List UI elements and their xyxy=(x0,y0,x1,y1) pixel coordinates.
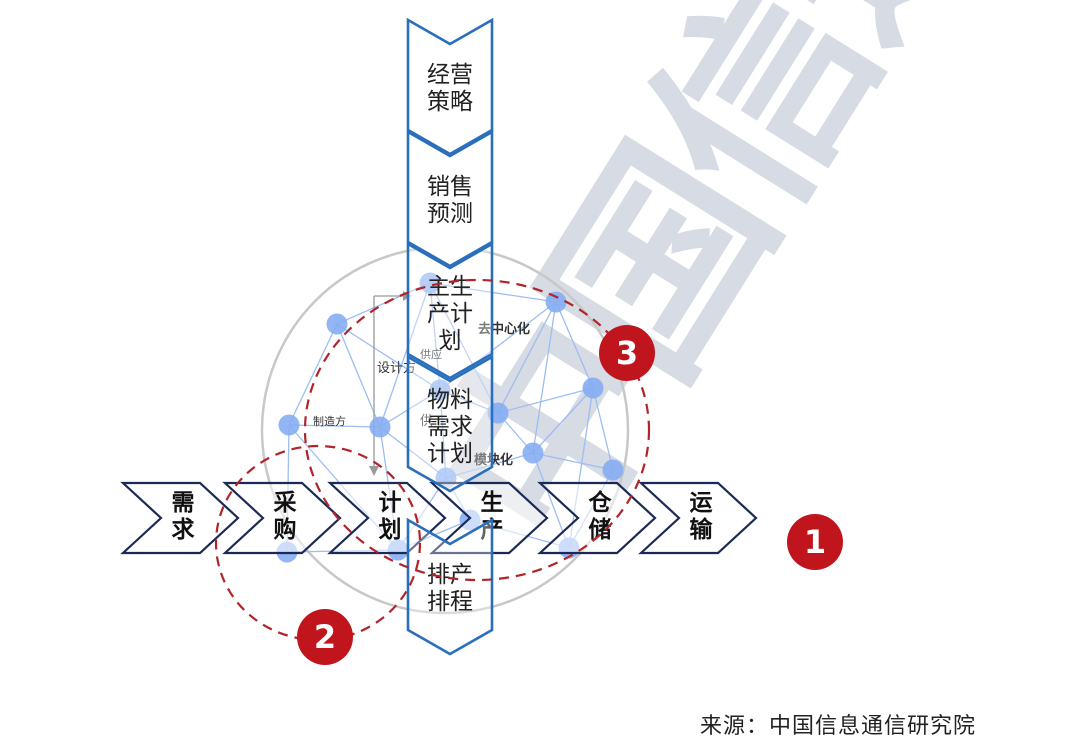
network-node xyxy=(602,459,624,481)
network-node xyxy=(522,442,544,464)
flow-step-h-label: 采 xyxy=(274,490,297,516)
network-edge xyxy=(532,387,594,454)
horizontal-flow: 需求采购计划生产仓储运输 xyxy=(120,481,758,555)
flow-step-v-label: 划 xyxy=(439,328,462,354)
network-edge xyxy=(497,387,594,414)
chevron-shape xyxy=(406,17,494,156)
flow-step-h: 运输 xyxy=(638,481,758,555)
flow-step-v-label: 经营 xyxy=(427,62,473,88)
flow-step-h-label: 求 xyxy=(172,517,195,543)
badge-number: 2 xyxy=(314,618,336,656)
flow-step-v-label: 产计 xyxy=(427,301,473,327)
network-edge xyxy=(445,452,534,479)
network-edge xyxy=(555,301,594,389)
flow-step-v-label: 策略 xyxy=(427,89,473,115)
network-labels: 去中心化 设计方 供应 制造方 供 模块化 xyxy=(313,321,530,468)
flow-step-h: 需求 xyxy=(120,481,240,555)
flow-step-h-label: 需 xyxy=(172,490,195,516)
flow-step-h: 仓储 xyxy=(537,481,657,555)
network-edge xyxy=(288,323,338,426)
network-edge xyxy=(592,387,614,471)
chevron-shape xyxy=(222,481,342,555)
chevron-shape xyxy=(638,481,758,555)
badge-circle xyxy=(297,609,353,665)
dashed-circle-3 xyxy=(303,278,651,582)
flow-step-v-label: 预测 xyxy=(427,201,473,227)
flow-step-h-label: 计 xyxy=(379,490,402,516)
flow-step-h-label: 生 xyxy=(481,490,504,516)
chevron-shape xyxy=(406,517,494,656)
network-node xyxy=(369,416,391,438)
network-node xyxy=(326,313,348,335)
network-edge xyxy=(497,301,557,414)
network-edge xyxy=(439,389,447,479)
label-supplier: 供应 xyxy=(420,347,442,361)
network-edge xyxy=(379,282,431,428)
chevron-shape xyxy=(537,481,657,555)
label-designer: 设计方 xyxy=(377,360,416,376)
network-node xyxy=(419,272,441,294)
badge-number: 1 xyxy=(804,523,826,561)
flow-step-h: 计划 xyxy=(327,481,447,555)
badge-1: 1 xyxy=(787,514,843,570)
network-edge xyxy=(379,426,447,479)
flow-step-v-label: 计划 xyxy=(427,441,473,467)
badge-circle xyxy=(787,514,843,570)
badge-number: 3 xyxy=(616,334,638,372)
badge-3: 3 xyxy=(599,325,655,381)
label-modular: 模块化 xyxy=(474,452,513,468)
source-caption: 来源：中国信息通信研究院 xyxy=(700,714,977,739)
badge-2: 2 xyxy=(297,609,353,665)
network-node xyxy=(278,414,300,436)
flow-step-h: 采购 xyxy=(222,481,342,555)
flow-step-v-label: 销售 xyxy=(427,174,473,200)
chevron-shape xyxy=(120,481,240,555)
flow-step-h: 生产 xyxy=(429,481,549,555)
label-manufacturer: 制造方 xyxy=(313,414,346,428)
flow-step-v-label: 排程 xyxy=(427,589,473,615)
flow-step-v-label: 需求 xyxy=(427,414,473,440)
chevron-shape xyxy=(406,354,494,493)
flow-step-h-label: 划 xyxy=(379,517,402,543)
flow-step-h-label: 输 xyxy=(690,516,714,543)
badges: 1 2 3 xyxy=(297,325,843,665)
network-edge xyxy=(336,282,431,325)
flow-step-v-label: 物料 xyxy=(427,387,473,413)
label-supplier2: 供 xyxy=(420,414,433,429)
badge-circle xyxy=(599,325,655,381)
flow-step-h-label: 储 xyxy=(589,516,612,543)
network-graph xyxy=(276,272,624,563)
network-node xyxy=(582,377,604,399)
network-edge xyxy=(532,301,557,454)
chevron-shape xyxy=(406,129,494,268)
network-edge xyxy=(532,452,614,471)
flow-step-h-label: 仓 xyxy=(588,489,613,516)
flow-step-h-label: 运 xyxy=(690,490,713,516)
network-edge xyxy=(336,323,381,428)
flow-step-h-label: 购 xyxy=(274,517,297,543)
network-edge xyxy=(379,389,441,428)
network-node xyxy=(545,291,567,313)
chevron-shape xyxy=(429,481,549,555)
flow-step-v-label: 主生 xyxy=(427,274,473,300)
network-node xyxy=(429,379,451,401)
network-edge xyxy=(429,282,499,414)
network-edge xyxy=(336,323,441,391)
chevron-shape xyxy=(406,241,494,380)
arrowhead xyxy=(369,466,379,476)
